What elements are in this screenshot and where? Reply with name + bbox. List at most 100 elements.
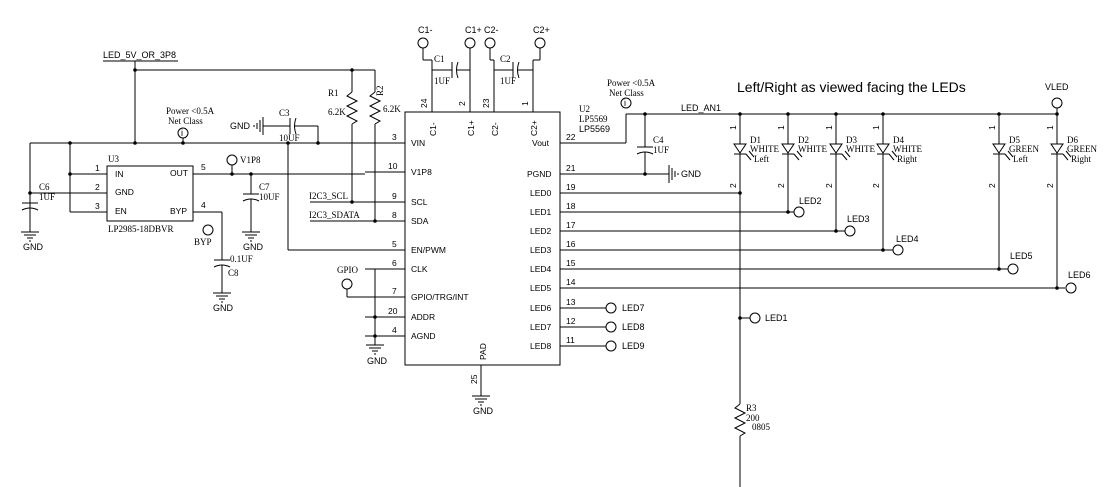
c8-value: 0.1UF <box>230 254 253 264</box>
u2-pin-vout-name: Vout <box>532 138 550 148</box>
led-pin-cathode: 2 <box>776 183 786 188</box>
c7-value: 10UF <box>259 192 280 202</box>
net-class-note-1-line1: Power <0.5A <box>166 106 215 116</box>
led-side: Left <box>754 154 769 164</box>
u2-pin-4-num: 4 <box>392 325 397 335</box>
vled-testpoint <box>1051 97 1063 109</box>
gnd-label-c8: GND <box>213 303 234 313</box>
gnd-symbol-agnd <box>366 344 384 355</box>
tp-led9-label: LED9 <box>622 341 645 351</box>
u2-pin-2-num: 2 <box>457 101 467 106</box>
led-ref: D4 <box>893 135 904 145</box>
c8-capacitor: 0.1UF C8 <box>213 254 253 293</box>
led-ref: D1 <box>750 135 761 145</box>
gnd-label-agnd: GND <box>367 356 388 366</box>
u2-pin-led0-name: LED0 <box>530 188 552 198</box>
tp-c1p-label: C1+ <box>465 25 482 35</box>
c6-value: 1UF <box>39 192 55 202</box>
led-pin-anode: 1 <box>1045 125 1055 130</box>
u2-pin-24-num: 24 <box>419 98 429 108</box>
gnd-label-c6: GND <box>23 242 44 252</box>
gnd-label-pgnd: GND <box>681 169 702 179</box>
c1-ref: C1 <box>434 54 445 64</box>
tp-led7: LED7 <box>605 302 645 314</box>
net-class-note-1-line2: Net Class <box>168 116 203 126</box>
info-icon <box>177 127 189 139</box>
u3-part: LP2985-18DBVR <box>108 224 174 234</box>
tp-led4: LED4 <box>892 234 919 256</box>
u2-part-value: LP5569 <box>579 124 610 134</box>
led-pin-cathode: 2 <box>728 183 738 188</box>
led-ref: D5 <box>1009 135 1020 145</box>
led-color: WHITE <box>846 144 875 154</box>
gnd-label-pad: GND <box>473 406 494 416</box>
tp-led1-label: LED1 <box>765 313 788 323</box>
u2-pin-16-num: 16 <box>566 239 576 249</box>
led-color: WHITE <box>750 144 779 154</box>
u2-pin-pgnd-name: PGND <box>527 169 552 179</box>
tp-led8: LED8 <box>605 321 645 333</box>
u2-pin-8-num: 8 <box>392 210 397 220</box>
c3-value: 10UF <box>279 133 300 143</box>
u3-pin-out-name: OUT <box>170 168 188 178</box>
u3-pin-byp-name: BYP <box>170 206 187 216</box>
led-color: WHITE <box>798 144 827 154</box>
c7-ref: C7 <box>259 182 270 192</box>
u2-pin-11-num: 11 <box>566 335 575 345</box>
led-color: WHITE <box>893 144 922 154</box>
led-side: Left <box>1013 154 1028 164</box>
net-class-note-1: Power <0.5A Net Class i <box>166 106 215 143</box>
u3-ref: U3 <box>108 154 119 164</box>
r1-resistor: R1 6.2K <box>328 70 359 204</box>
c2-value: 1UF <box>500 76 516 86</box>
u2-pin-22-num: 22 <box>566 132 576 142</box>
tp-led8-label: LED8 <box>622 322 645 332</box>
u2-pin-23-num: 23 <box>481 98 491 108</box>
u2-pin-led1-name: LED1 <box>530 207 552 217</box>
c6-ref: C6 <box>39 182 50 192</box>
u3-pin-4-num: 4 <box>201 200 206 210</box>
tp-led6-label: LED6 <box>1068 270 1091 280</box>
led-pin-cathode: 2 <box>871 183 881 188</box>
tp-c2p: C2+ <box>532 25 550 70</box>
u2-pin-19-num: 19 <box>566 182 576 192</box>
led-pin-anode: 1 <box>824 125 834 130</box>
v1p8-label: V1P8 <box>240 155 261 165</box>
u3-pin-en-name: EN <box>115 206 127 216</box>
r2-value: 6.2K <box>383 104 401 114</box>
u2-pin-c1p-name: C1+ <box>466 120 476 136</box>
u2-pin-10-num: 10 <box>388 161 398 171</box>
u3-pin-2-num: 2 <box>95 182 100 192</box>
u2-pin-led2-name: LED2 <box>530 226 552 236</box>
u2-body <box>404 111 561 366</box>
c4-value: 1UF <box>653 145 669 155</box>
c1-capacitor: C1 1UF <box>432 54 470 86</box>
r3-resistor: R3 200 0805 <box>733 403 771 487</box>
u2-pin-1-num: 1 <box>520 101 530 106</box>
led-an1-net-label: LED_AN1 <box>681 103 721 113</box>
r2-ref: R2 <box>375 85 385 96</box>
u2-pin-vin-name: VIN <box>411 138 425 148</box>
gnd-symbol-pgnd <box>668 165 679 183</box>
c4-ref: C4 <box>653 135 664 145</box>
u2-pin-scl-name: SCL <box>411 197 428 207</box>
led-pin-cathode: 2 <box>1045 183 1055 188</box>
u2-pin-led5-name: LED5 <box>530 283 552 293</box>
u2-ref: U2 <box>579 104 590 114</box>
c6-capacitor: C6 1UF <box>21 182 55 211</box>
led-side: Right <box>897 154 918 164</box>
tp-led2-label: LED2 <box>799 196 822 206</box>
v1p8-testpoint: V1P8 <box>226 154 261 174</box>
led-ref: D2 <box>798 135 809 145</box>
gnd-symbol-pad <box>472 395 490 406</box>
u3-pin-1-num: 1 <box>95 163 100 173</box>
tp-c1m-label: C1- <box>418 25 433 35</box>
vled-net-label: VLED <box>1045 82 1069 92</box>
u2-pad-name: PAD <box>478 343 488 360</box>
i2c-scl-label: I2C3_SCL <box>309 191 348 201</box>
gpio-testpoint: GPIO <box>337 265 365 298</box>
gnd-label-c3: GND <box>230 121 251 131</box>
